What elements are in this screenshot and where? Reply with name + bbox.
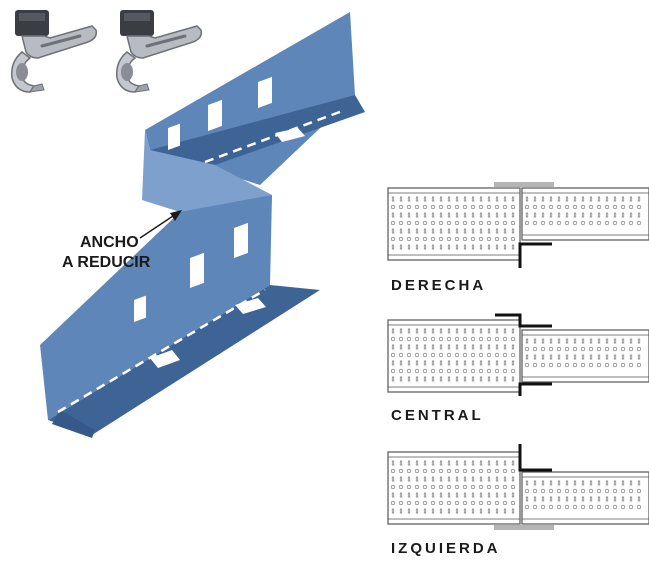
tray-configurations xyxy=(387,182,649,530)
config-label-central: CENTRAL xyxy=(391,407,484,424)
clip-icon xyxy=(115,10,203,93)
reducer-bracket-icon xyxy=(40,12,365,438)
tray-narrow-izquierda xyxy=(521,471,649,525)
annotation-arrow xyxy=(139,210,182,239)
clip-icon xyxy=(10,10,98,93)
tray-wide-izquierda xyxy=(387,451,521,525)
tray-narrow-derecha xyxy=(521,187,649,241)
tray-wide-central xyxy=(387,319,521,393)
config-label-izquierda: IZQUIERDA xyxy=(391,540,501,557)
tray-narrow-central xyxy=(521,329,649,383)
annotation-line1: ANCHO xyxy=(80,234,139,251)
annotation-line2: A REDUCIR xyxy=(62,254,151,271)
config-label-derecha: DERECHA xyxy=(391,277,486,294)
tray-wide-derecha xyxy=(387,187,521,261)
